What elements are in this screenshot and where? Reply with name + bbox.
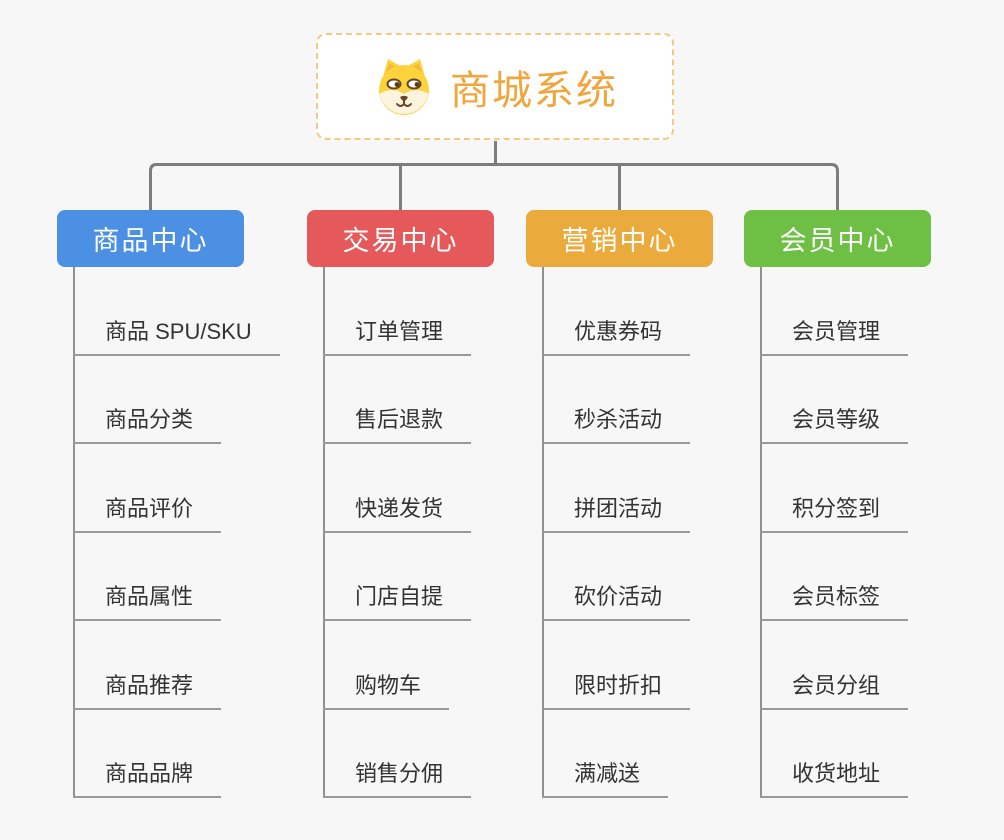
branch-node-marketing-center[interactable]: 营销中心 [526, 210, 713, 267]
leaf-row: 满减送 [542, 710, 690, 798]
leaf-row: 积分签到 [760, 444, 909, 533]
leaf-row: 商品推荐 [73, 621, 280, 710]
leaf-column-product: 商品 SPU/SKU 商品分类 商品评价 商品属性 商品推荐 商品品牌 [73, 267, 280, 798]
leaf-node[interactable]: 会员管理 [760, 317, 909, 356]
leaf-node[interactable]: 商品属性 [73, 582, 222, 621]
leaf-row: 秒杀活动 [542, 356, 691, 444]
leaf-node[interactable]: 拼团活动 [542, 494, 691, 533]
leaf-row: 购物车 [323, 621, 471, 710]
leaf-node[interactable]: 秒杀活动 [542, 405, 691, 444]
leaf-node[interactable]: 购物车 [323, 671, 450, 710]
leaf-row: 售后退款 [323, 356, 472, 444]
dog-face-icon [379, 58, 429, 115]
branch-node-member-center[interactable]: 会员中心 [744, 210, 931, 267]
leaf-row: 商品评价 [73, 444, 280, 533]
leaf-row: 商品属性 [73, 533, 280, 621]
leaf-row: 快递发货 [323, 444, 472, 533]
leaf-node[interactable]: 满减送 [542, 759, 669, 798]
leaf-node[interactable]: 商品品牌 [73, 759, 222, 798]
leaf-node[interactable]: 会员分组 [760, 671, 909, 710]
leaf-node[interactable]: 商品分类 [73, 405, 222, 444]
leaf-row: 限时折扣 [542, 621, 691, 710]
branch-node-product-center[interactable]: 商品中心 [57, 210, 244, 267]
leaf-row: 优惠券码 [542, 267, 691, 356]
leaf-node[interactable]: 优惠券码 [542, 317, 691, 356]
leaf-row: 销售分佣 [323, 710, 472, 798]
leaf-row: 订单管理 [323, 267, 472, 356]
leaf-node[interactable]: 会员标签 [760, 582, 909, 621]
leaf-row: 门店自提 [323, 533, 472, 621]
leaf-row: 会员等级 [760, 356, 909, 444]
leaf-node[interactable]: 商品 SPU/SKU [73, 317, 280, 356]
leaf-node[interactable]: 门店自提 [323, 582, 472, 621]
leaf-node[interactable]: 商品评价 [73, 494, 222, 533]
leaf-row: 收货地址 [760, 710, 909, 798]
leaf-row: 拼团活动 [542, 444, 691, 533]
leaf-node[interactable]: 快递发货 [323, 494, 472, 533]
leaf-node[interactable]: 砍价活动 [542, 582, 691, 621]
leaf-node[interactable]: 收货地址 [760, 759, 909, 798]
leaf-row: 会员管理 [760, 267, 909, 356]
leaf-column-marketing: 优惠券码 秒杀活动 拼团活动 砍价活动 限时折扣 满减送 [542, 267, 691, 798]
leaf-column-member: 会员管理 会员等级 积分签到 会员标签 会员分组 收货地址 [760, 267, 909, 798]
root-title: 商城系统 [450, 68, 618, 113]
leaf-node[interactable]: 销售分佣 [323, 759, 472, 798]
leaf-node[interactable]: 积分签到 [760, 494, 909, 533]
leaf-column-trade: 订单管理 售后退款 快递发货 门店自提 购物车 销售分佣 [323, 267, 472, 798]
leaf-node[interactable]: 售后退款 [323, 405, 472, 444]
leaf-row: 砍价活动 [542, 533, 691, 621]
leaf-node[interactable]: 订单管理 [323, 317, 472, 356]
leaf-row: 商品 SPU/SKU [73, 267, 280, 356]
branch-node-trade-center[interactable]: 交易中心 [307, 210, 494, 267]
leaf-row: 会员标签 [760, 533, 909, 621]
leaf-node[interactable]: 商品推荐 [73, 671, 222, 710]
leaf-row: 商品品牌 [73, 710, 280, 798]
root-node[interactable]: 商城系统 [316, 33, 674, 140]
leaf-node[interactable]: 限时折扣 [542, 671, 691, 710]
leaf-row: 会员分组 [760, 621, 909, 710]
leaf-row: 商品分类 [73, 356, 280, 444]
leaf-node[interactable]: 会员等级 [760, 405, 909, 444]
